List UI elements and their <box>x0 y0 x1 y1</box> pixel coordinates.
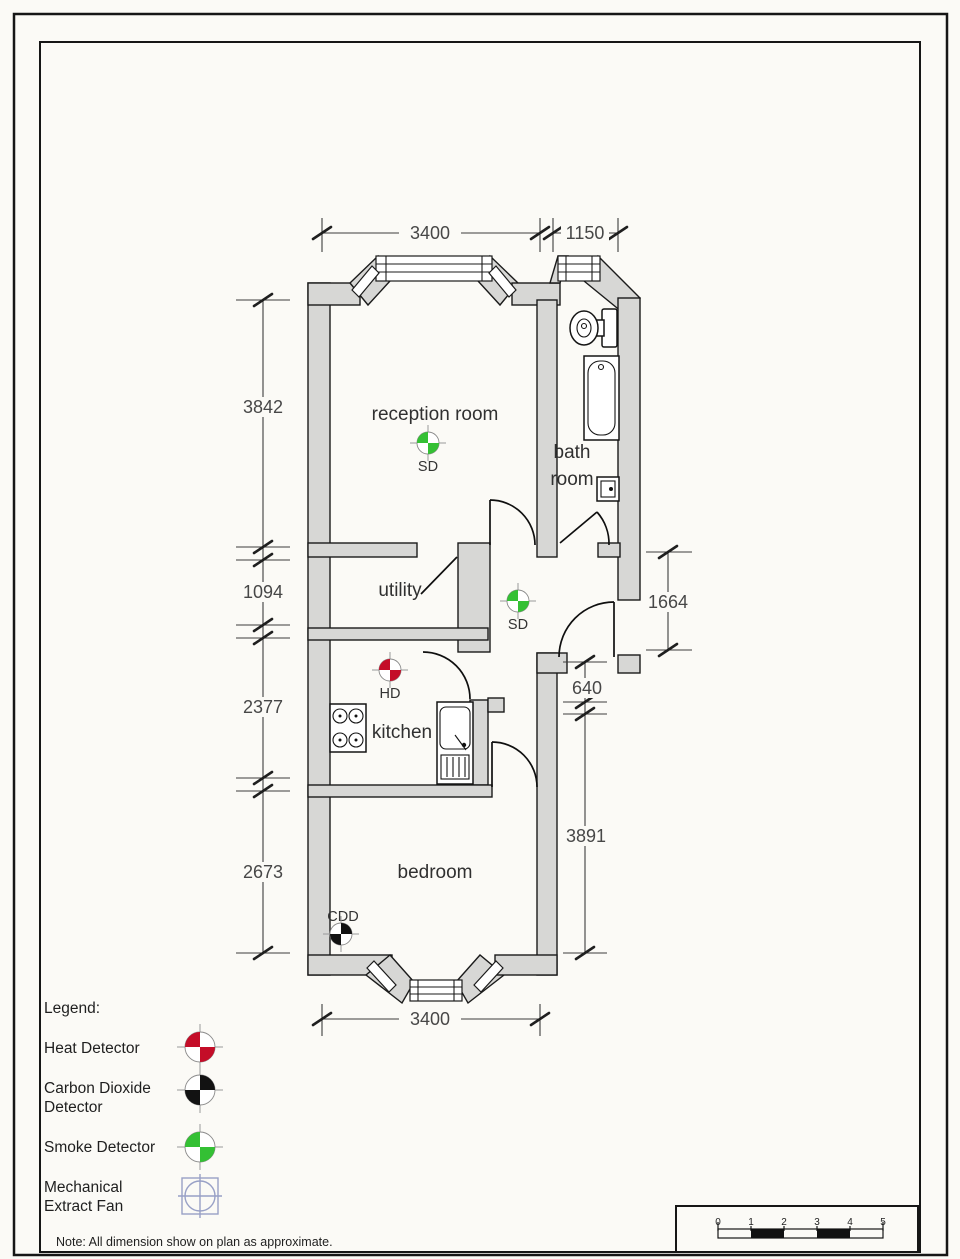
bathroom-label-line2: room <box>550 469 593 490</box>
bedroom-right-wall-foot <box>536 652 568 674</box>
reception-bay-side-window-left <box>351 265 380 298</box>
mechanical-extract-fan-icon <box>178 1174 222 1218</box>
heat-detector-icon-kitchen <box>372 652 408 688</box>
outer-border <box>12 12 949 1257</box>
stove <box>329 703 367 753</box>
dim-left-reception: 3842 <box>243 397 283 417</box>
bathroom-door-leaf <box>559 511 598 544</box>
legend-fan-label-line1: Mechanical <box>44 1179 122 1196</box>
reception-room-label: reception room <box>372 404 499 425</box>
dimensions: 3400 1150 3842 1094 2377 2673 <box>236 218 694 1036</box>
sd-label-hall: SD <box>508 617 528 633</box>
note: Note: All dimension show on plan as appr… <box>56 1235 333 1249</box>
bedroom-bay-window <box>409 979 463 1002</box>
dim-bottom-main: 3400 <box>410 1009 450 1029</box>
kitchen-wall-notch <box>487 697 505 713</box>
legend-smoke-label: Smoke Detector <box>44 1139 155 1156</box>
scale-tick-3: 3 <box>814 1217 820 1228</box>
room-labels: reception room bath room utility kitchen… <box>372 404 594 883</box>
toilet <box>569 308 618 348</box>
bathroom-label-line1: bath <box>554 442 591 463</box>
utility-bottom-wall <box>307 627 489 641</box>
note-text: Note: All dimension show on plan as appr… <box>56 1235 333 1249</box>
legend-fan-label-line2: Extract Fan <box>44 1198 123 1215</box>
reception-bay-side-window-right <box>488 265 517 298</box>
dim-right-bedroom: 3891 <box>566 826 606 846</box>
detector-markers: SD SD HD CDD <box>323 425 536 952</box>
bedroom-door-swing <box>491 741 538 788</box>
scale-tick-1: 1 <box>748 1217 754 1228</box>
bath-window <box>557 255 601 282</box>
reception-door-swing <box>489 499 536 546</box>
legend-title: Legend: <box>44 1000 100 1017</box>
dim-top-right: 1150 <box>566 223 605 243</box>
bedroom-bay-side-window-right <box>473 960 504 993</box>
dim-right-step: 640 <box>572 678 602 698</box>
sd-label-reception: SD <box>418 459 438 475</box>
smoke-detector-icon <box>177 1124 223 1170</box>
legend-heat-label: Heat Detector <box>44 1040 140 1057</box>
bath-right-wall <box>617 297 641 601</box>
bedroom-right-wall <box>536 652 558 976</box>
dim-top-main: 3400 <box>410 223 450 243</box>
bedroom-top-wall <box>307 784 493 798</box>
entrance-door-swing <box>558 601 615 658</box>
bedroom-label: bedroom <box>398 862 473 883</box>
cdd-label-bedroom: CDD <box>327 909 358 925</box>
scale-bar: 0 1 2 3 4 5 <box>675 1205 919 1253</box>
smoke-detector-icon-hall <box>500 583 536 619</box>
kitchen-sink <box>436 701 474 785</box>
dim-left-bedroom: 2673 <box>243 862 283 882</box>
dim-left-kitchen: 2377 <box>243 697 283 717</box>
heat-detector-icon <box>177 1024 223 1070</box>
reception-bottom-wall <box>307 542 418 558</box>
dim-right-bath: 1664 <box>648 592 688 612</box>
scale-tick-4: 4 <box>847 1217 853 1228</box>
utility-label: utility <box>378 580 422 601</box>
bathroom-door-swing <box>596 511 610 546</box>
reception-bay-window <box>375 255 493 282</box>
reception-bath-divider-wall <box>536 299 558 558</box>
scale-bar-line <box>717 1228 884 1239</box>
inner-border <box>39 41 921 1253</box>
legend-co2-label-line1: Carbon Dioxide <box>44 1080 151 1097</box>
smoke-detector-icon-reception <box>410 425 446 461</box>
dim-left-utility: 1094 <box>243 582 283 602</box>
bath-right-wall-foot <box>617 654 641 674</box>
windows <box>351 255 601 1002</box>
legend: Legend: Heat Detector Carbon Dioxide Det… <box>44 1000 223 1218</box>
hd-label-kitchen: HD <box>380 686 401 702</box>
kitchen-label: kitchen <box>372 722 432 743</box>
bathtub <box>583 355 620 441</box>
doors <box>420 499 615 788</box>
scale-tick-2: 2 <box>781 1217 787 1228</box>
page-borders <box>12 12 949 1257</box>
scale-bar-box <box>675 1205 919 1253</box>
bedroom-bay-side-window-left <box>366 960 397 993</box>
bath-bottom-wall <box>597 542 621 558</box>
co2-detector-icon-bedroom <box>323 916 359 952</box>
bathroom-sink <box>596 476 620 502</box>
utility-door-leaf <box>420 556 458 595</box>
bedroom-bottom-wall-right <box>494 954 558 976</box>
kitchen-door-swing <box>422 651 471 700</box>
legend-co2-label-line2: Detector <box>44 1099 103 1116</box>
co2-detector-icon <box>177 1067 223 1113</box>
fixtures <box>329 308 620 785</box>
